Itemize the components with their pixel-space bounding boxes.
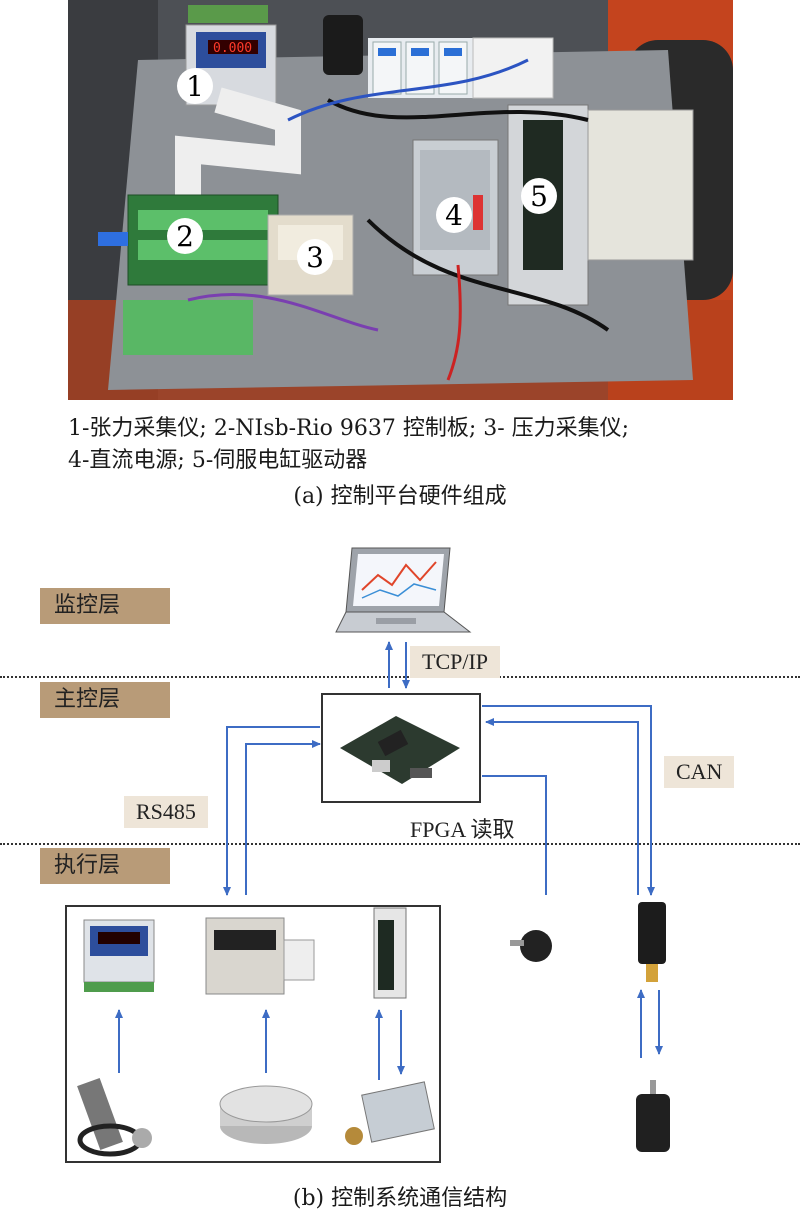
tension-sensor-icon <box>77 1077 152 1157</box>
servo-cylinder-icon <box>345 1081 435 1145</box>
pressure-display-icon <box>205 917 315 995</box>
fpga-link-label: FPGA 读取 <box>410 817 515 842</box>
rs485-link-label: RS485 <box>124 796 208 828</box>
svg-text:0.000: 0.000 <box>213 41 252 56</box>
hardware-photo: 0.000 1 2 <box>68 0 733 400</box>
svg-text:5: 5 <box>530 180 548 213</box>
svg-text:1: 1 <box>186 70 204 103</box>
can-link-label: CAN <box>664 756 735 788</box>
component-caption-line1: 1-张力采集仪; 2-NIsb-Rio 9637 控制板; 3- 压力采集仪; <box>68 416 630 441</box>
encoder-icon <box>510 930 552 962</box>
execution-box <box>65 905 441 1163</box>
tension-meter-icon <box>83 919 155 992</box>
monitor-layer-label: 监控层 <box>40 588 170 624</box>
execution-layer-label: 执行层 <box>40 848 170 884</box>
tcpip-link-label: TCP/IP <box>410 646 501 678</box>
component-caption-line2: 4-直流电源; 5-伺服电缸驱动器 <box>68 448 368 473</box>
servo-drive-icon <box>373 907 407 999</box>
part-b-title: (b) 控制系统通信结构 <box>292 1186 508 1211</box>
controller-board-icon <box>340 716 460 784</box>
svg-text:4: 4 <box>445 199 463 232</box>
controller-box <box>321 693 481 803</box>
can-driver-icon <box>638 902 666 982</box>
layer-divider-bottom <box>0 843 800 845</box>
marker-5: 5 <box>521 178 557 214</box>
servo-motor-icon <box>636 1080 670 1152</box>
marker-2: 2 <box>167 218 203 254</box>
svg-text:3: 3 <box>306 241 324 274</box>
marker-4: 4 <box>436 197 472 233</box>
marker-3: 3 <box>297 239 333 275</box>
svg-text:2: 2 <box>176 220 194 253</box>
part-a-title: (a) 控制平台硬件组成 <box>293 484 507 509</box>
load-cell-icon <box>219 1085 313 1144</box>
master-layer-label: 主控层 <box>40 682 170 718</box>
laptop-icon <box>335 547 472 633</box>
marker-1: 1 <box>177 68 213 104</box>
layer-divider-top <box>0 676 800 678</box>
